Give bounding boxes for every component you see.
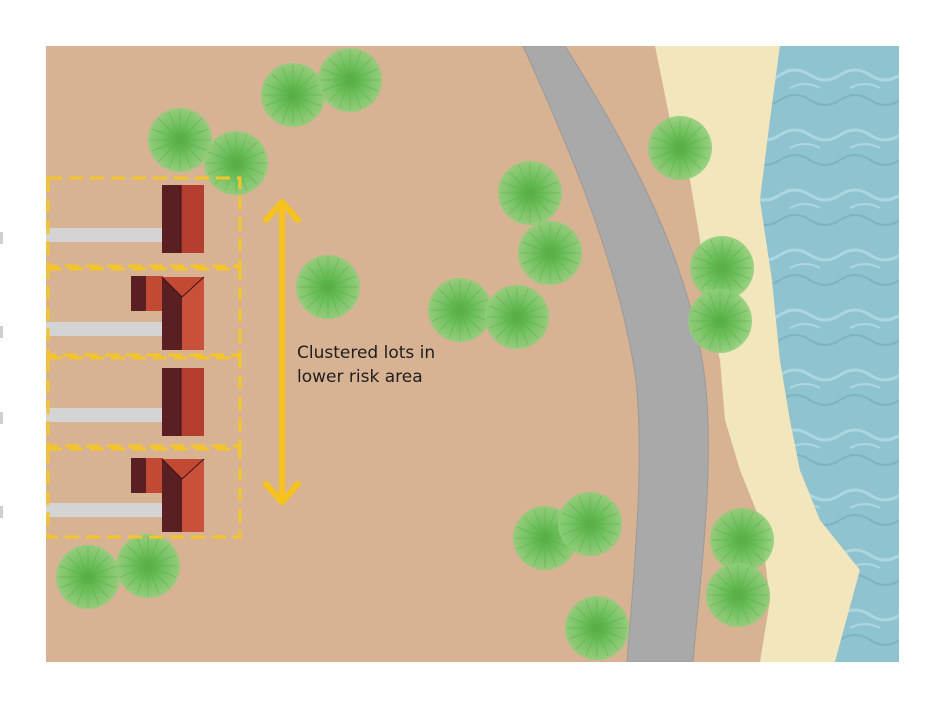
- driveway: [46, 408, 164, 422]
- annotation-label: Clustered lots in lower risk area: [297, 341, 497, 389]
- house-roof-icon: [162, 185, 204, 253]
- tree-canopy-icon: [428, 278, 492, 342]
- tree-canopy-icon: [148, 108, 212, 172]
- driveway: [46, 228, 164, 242]
- tree-canopy-icon: [56, 545, 120, 609]
- annotation-line-1: Clustered lots in: [297, 341, 497, 365]
- tree-canopy-icon: [706, 563, 770, 627]
- edge-ticks: [0, 232, 3, 518]
- tree-canopy-icon: [204, 131, 268, 195]
- tree-canopy-icon: [710, 508, 774, 572]
- tree-canopy-icon: [688, 289, 752, 353]
- tree-canopy-icon: [648, 116, 712, 180]
- tree-canopy-icon: [558, 492, 622, 556]
- tree-canopy-icon: [116, 534, 180, 598]
- tree-canopy-icon: [318, 48, 382, 112]
- driveway: [46, 322, 164, 336]
- driveway: [46, 503, 164, 517]
- tree-canopy-icon: [485, 285, 549, 349]
- house-roof-icon: [162, 368, 204, 436]
- tree-canopy-icon: [518, 221, 582, 285]
- tree-canopy-icon: [296, 255, 360, 319]
- tree-canopy-icon: [498, 161, 562, 225]
- annotation-line-2: lower risk area: [297, 365, 497, 389]
- tree-canopy-icon: [565, 596, 629, 660]
- tree-canopy-icon: [261, 63, 325, 127]
